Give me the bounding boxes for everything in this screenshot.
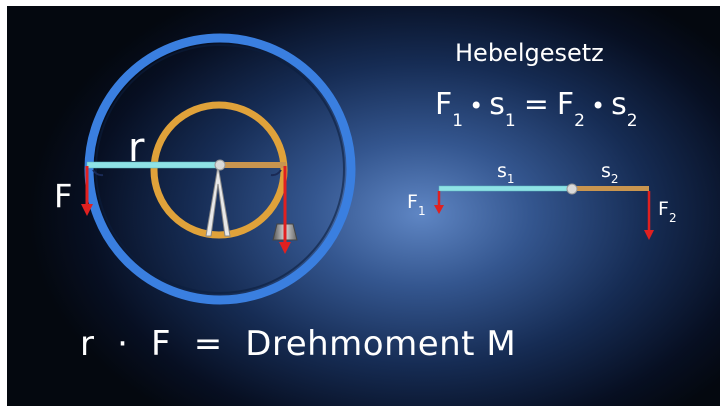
lever-pivot [566,183,578,195]
radius-bar [86,161,221,169]
lever-f2-label: F2 [658,198,677,225]
outer-wheel [84,33,356,305]
pivot-stand [205,165,231,237]
angle-marker-right [270,169,282,177]
angle-marker-left [92,169,104,177]
short-arm [220,162,286,168]
outer-wheel-inner-rim [95,44,345,294]
torque-equation: r · F = Drehmoment M [80,324,517,364]
law-formula: F1•s1=F2•s2 [435,87,638,131]
radius-label: r [128,125,145,171]
diagram-frame: r F F1•s1=F2•s2 s1 s2 F1 F2 Hebelgesetz … [7,6,720,406]
lever-diagram: r F F1•s1=F2•s2 s1 s2 F1 F2 [54,33,677,305]
lever-force-arrowhead-left [434,205,444,214]
lever-arm-s1 [438,185,573,192]
force-arrowhead-left [81,204,93,216]
force-arrowhead-right [279,242,291,254]
pivot-joint [214,159,226,171]
lever-f1-label: F1 [407,191,426,218]
lever-force-arrowhead-right [644,230,654,240]
lever-s1-label: s1 [497,160,515,186]
lever-arm-s2 [572,186,649,191]
diagram-title: Hebelgesetz [455,39,604,67]
force-label-wheel: F [54,177,72,215]
lever-s2-label: s2 [601,160,619,186]
